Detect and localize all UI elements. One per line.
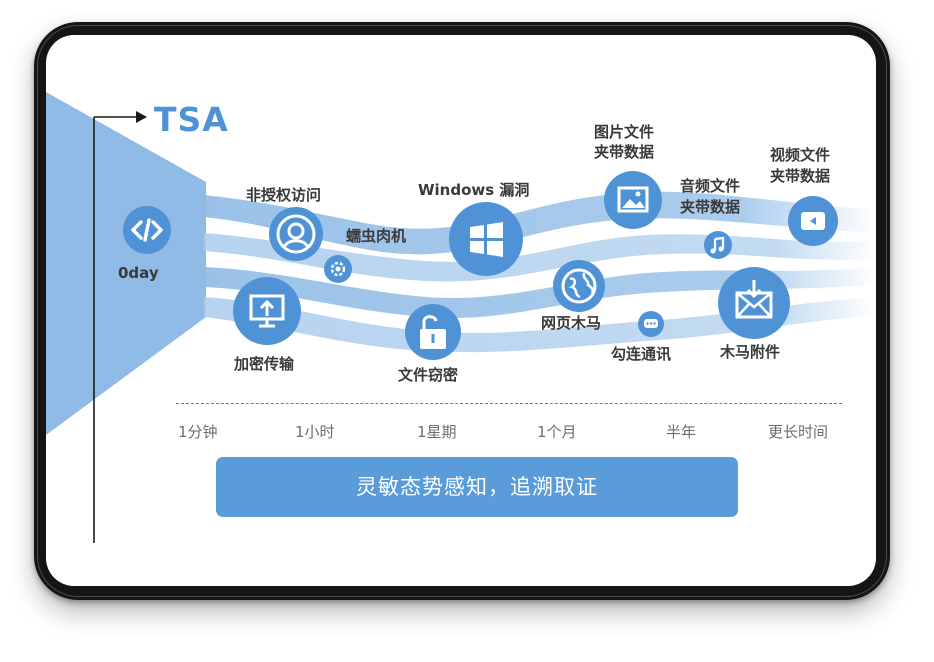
tick-1month: 1个月 (537, 423, 577, 441)
label-image-line2: 夹带数据 (594, 143, 655, 161)
flow-diagram (46, 92, 876, 543)
label-image-line1: 图片文件 (594, 123, 655, 141)
audio-icon (703, 230, 733, 260)
label-collusion: 勾连通讯 (611, 345, 672, 363)
cta-banner[interactable]: 灵敏态势感知，追溯取证 (216, 457, 738, 517)
label-unauthorized-access: 非授权访问 (246, 186, 322, 204)
tick-1min: 1分钟 (178, 423, 218, 441)
label-web-trojan: 网页木马 (541, 314, 602, 332)
user-icon (268, 206, 324, 262)
tsa-title: TSA (154, 100, 229, 139)
tick-half-year: 半年 (666, 423, 697, 441)
label-file-theft: 文件窃密 (398, 366, 459, 384)
arrow-head (136, 111, 147, 123)
windows-icon (448, 201, 524, 277)
code-icon (122, 205, 172, 255)
tick-1week: 1星期 (417, 423, 457, 441)
gear-icon (323, 254, 353, 284)
label-0day: 0day (118, 264, 159, 282)
label-audio-line2: 夹带数据 (680, 198, 741, 216)
label-windows-vuln: Windows 漏洞 (418, 181, 530, 199)
image-icon (603, 170, 663, 230)
label-video-line2: 夹带数据 (770, 167, 831, 185)
label-encrypted-transfer: 加密传输 (234, 355, 295, 373)
chat-icon (637, 310, 665, 338)
stream-top (204, 191, 876, 255)
screen: TSA 0day 非授权访问 蠕虫肉机 Windows 漏洞 图片文件 夹带数据 (46, 35, 876, 586)
stream-bottom (204, 297, 876, 353)
timeline-divider (176, 403, 842, 404)
label-zombie: 蠕虫肉机 (346, 227, 407, 245)
lock-icon (404, 303, 462, 361)
video-icon (787, 195, 839, 247)
tick-1hour: 1小时 (295, 423, 335, 441)
label-video-line1: 视频文件 (770, 146, 831, 164)
funnel (46, 92, 206, 435)
stream-mid (204, 267, 876, 318)
monitor-upload-icon (232, 276, 302, 346)
mail-icon (717, 266, 791, 340)
label-audio-line1: 音频文件 (680, 177, 741, 195)
label-trojan-attachment: 木马附件 (720, 343, 781, 361)
tick-longer: 更长时间 (768, 423, 829, 441)
globe-icon (552, 259, 606, 313)
